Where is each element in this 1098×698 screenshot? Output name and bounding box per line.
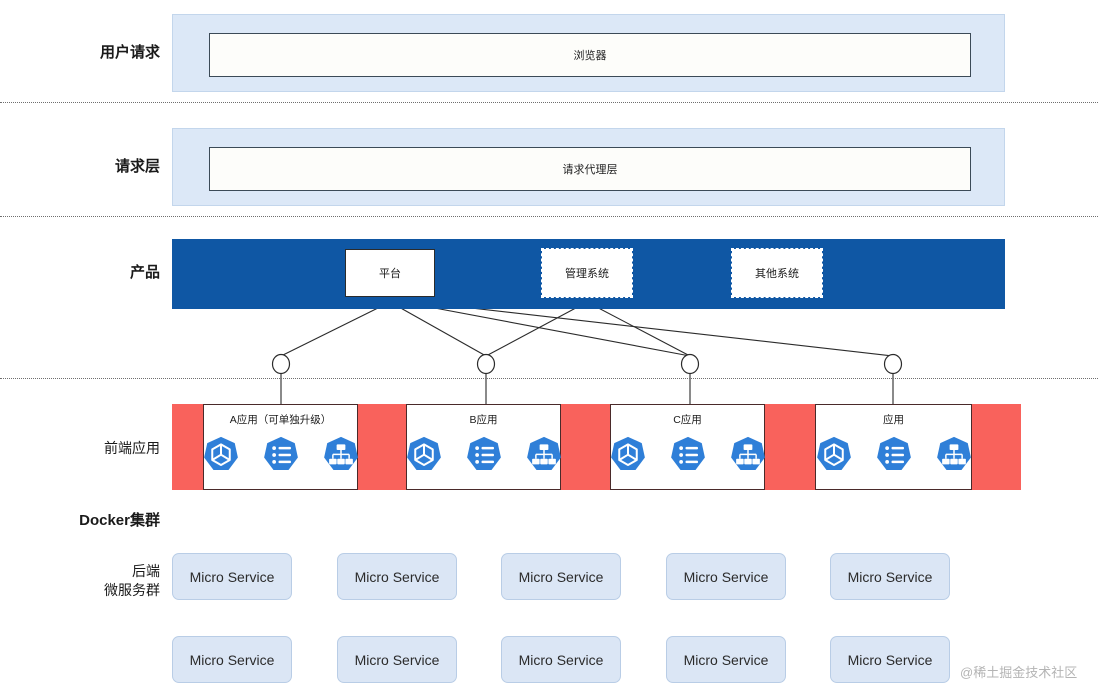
microservice-box[interactable]: Micro Service [666,553,786,600]
app-icons-b [404,435,564,475]
config-list-icon [263,436,298,470]
row-label-frontend: 前端应用 [104,440,160,456]
row-label-user-request: 用户请求 [99,44,160,61]
microservice-box[interactable]: Micro Service [501,553,621,600]
band-request-layer: 请求代理层 [172,128,1005,206]
service-tree-icon [730,436,765,470]
app-title-a: A应用（可单独升级） [229,414,332,426]
watermark: @稀土掘金技术社区 [960,665,1078,680]
band-user-request: 浏览器 [172,14,1005,92]
row-label-backend: 后端 微服务群 [104,563,160,598]
row-label-request-layer: 请求层 [114,158,160,175]
service-tree-icon [526,436,561,470]
microservice-box[interactable]: Micro Service [172,636,292,683]
config-list-icon [876,436,911,470]
microservice-box[interactable]: Micro Service [337,636,457,683]
request-proxy-layer-box[interactable]: 请求代理层 [209,147,971,191]
pod-cube-icon [610,436,645,470]
app-box-b[interactable]: B应用 [406,404,561,490]
separator-3 [0,378,1098,379]
app-title-d: 应用 [883,414,904,426]
app-title-c: C应用 [673,414,702,426]
app-box-d[interactable]: 应用 [815,404,972,490]
app-title-b: B应用 [469,414,498,426]
microservice-box[interactable]: Micro Service [501,636,621,683]
config-list-icon [670,436,705,470]
service-tree-icon [323,436,358,470]
row-label-product: 产品 [129,264,160,281]
microservice-box[interactable]: Micro Service [830,636,950,683]
service-tree-icon [936,436,971,470]
pod-cube-icon [406,436,441,470]
microservice-box[interactable]: Micro Service [172,553,292,600]
pod-cube-icon [816,436,851,470]
app-icons-c [608,435,768,475]
microservice-box[interactable]: Micro Service [337,553,457,600]
separator-1 [0,102,1098,103]
row-label-docker-cluster: Docker集群 [79,512,160,529]
product-box-management-system[interactable]: 管理系统 [541,248,633,298]
microservice-box[interactable]: Micro Service [666,636,786,683]
browser-box[interactable]: 浏览器 [209,33,971,77]
app-box-a[interactable]: A应用（可单独升级） [203,404,358,490]
product-box-other-system[interactable]: 其他系统 [731,248,823,298]
app-icons-d [814,435,974,475]
config-list-icon [466,436,501,470]
app-icons-a [201,435,361,475]
app-box-c[interactable]: C应用 [610,404,765,490]
microservice-box[interactable]: Micro Service [830,553,950,600]
separator-2 [0,216,1098,217]
pod-cube-icon [203,436,238,470]
product-box-platform[interactable]: 平台 [345,249,435,297]
